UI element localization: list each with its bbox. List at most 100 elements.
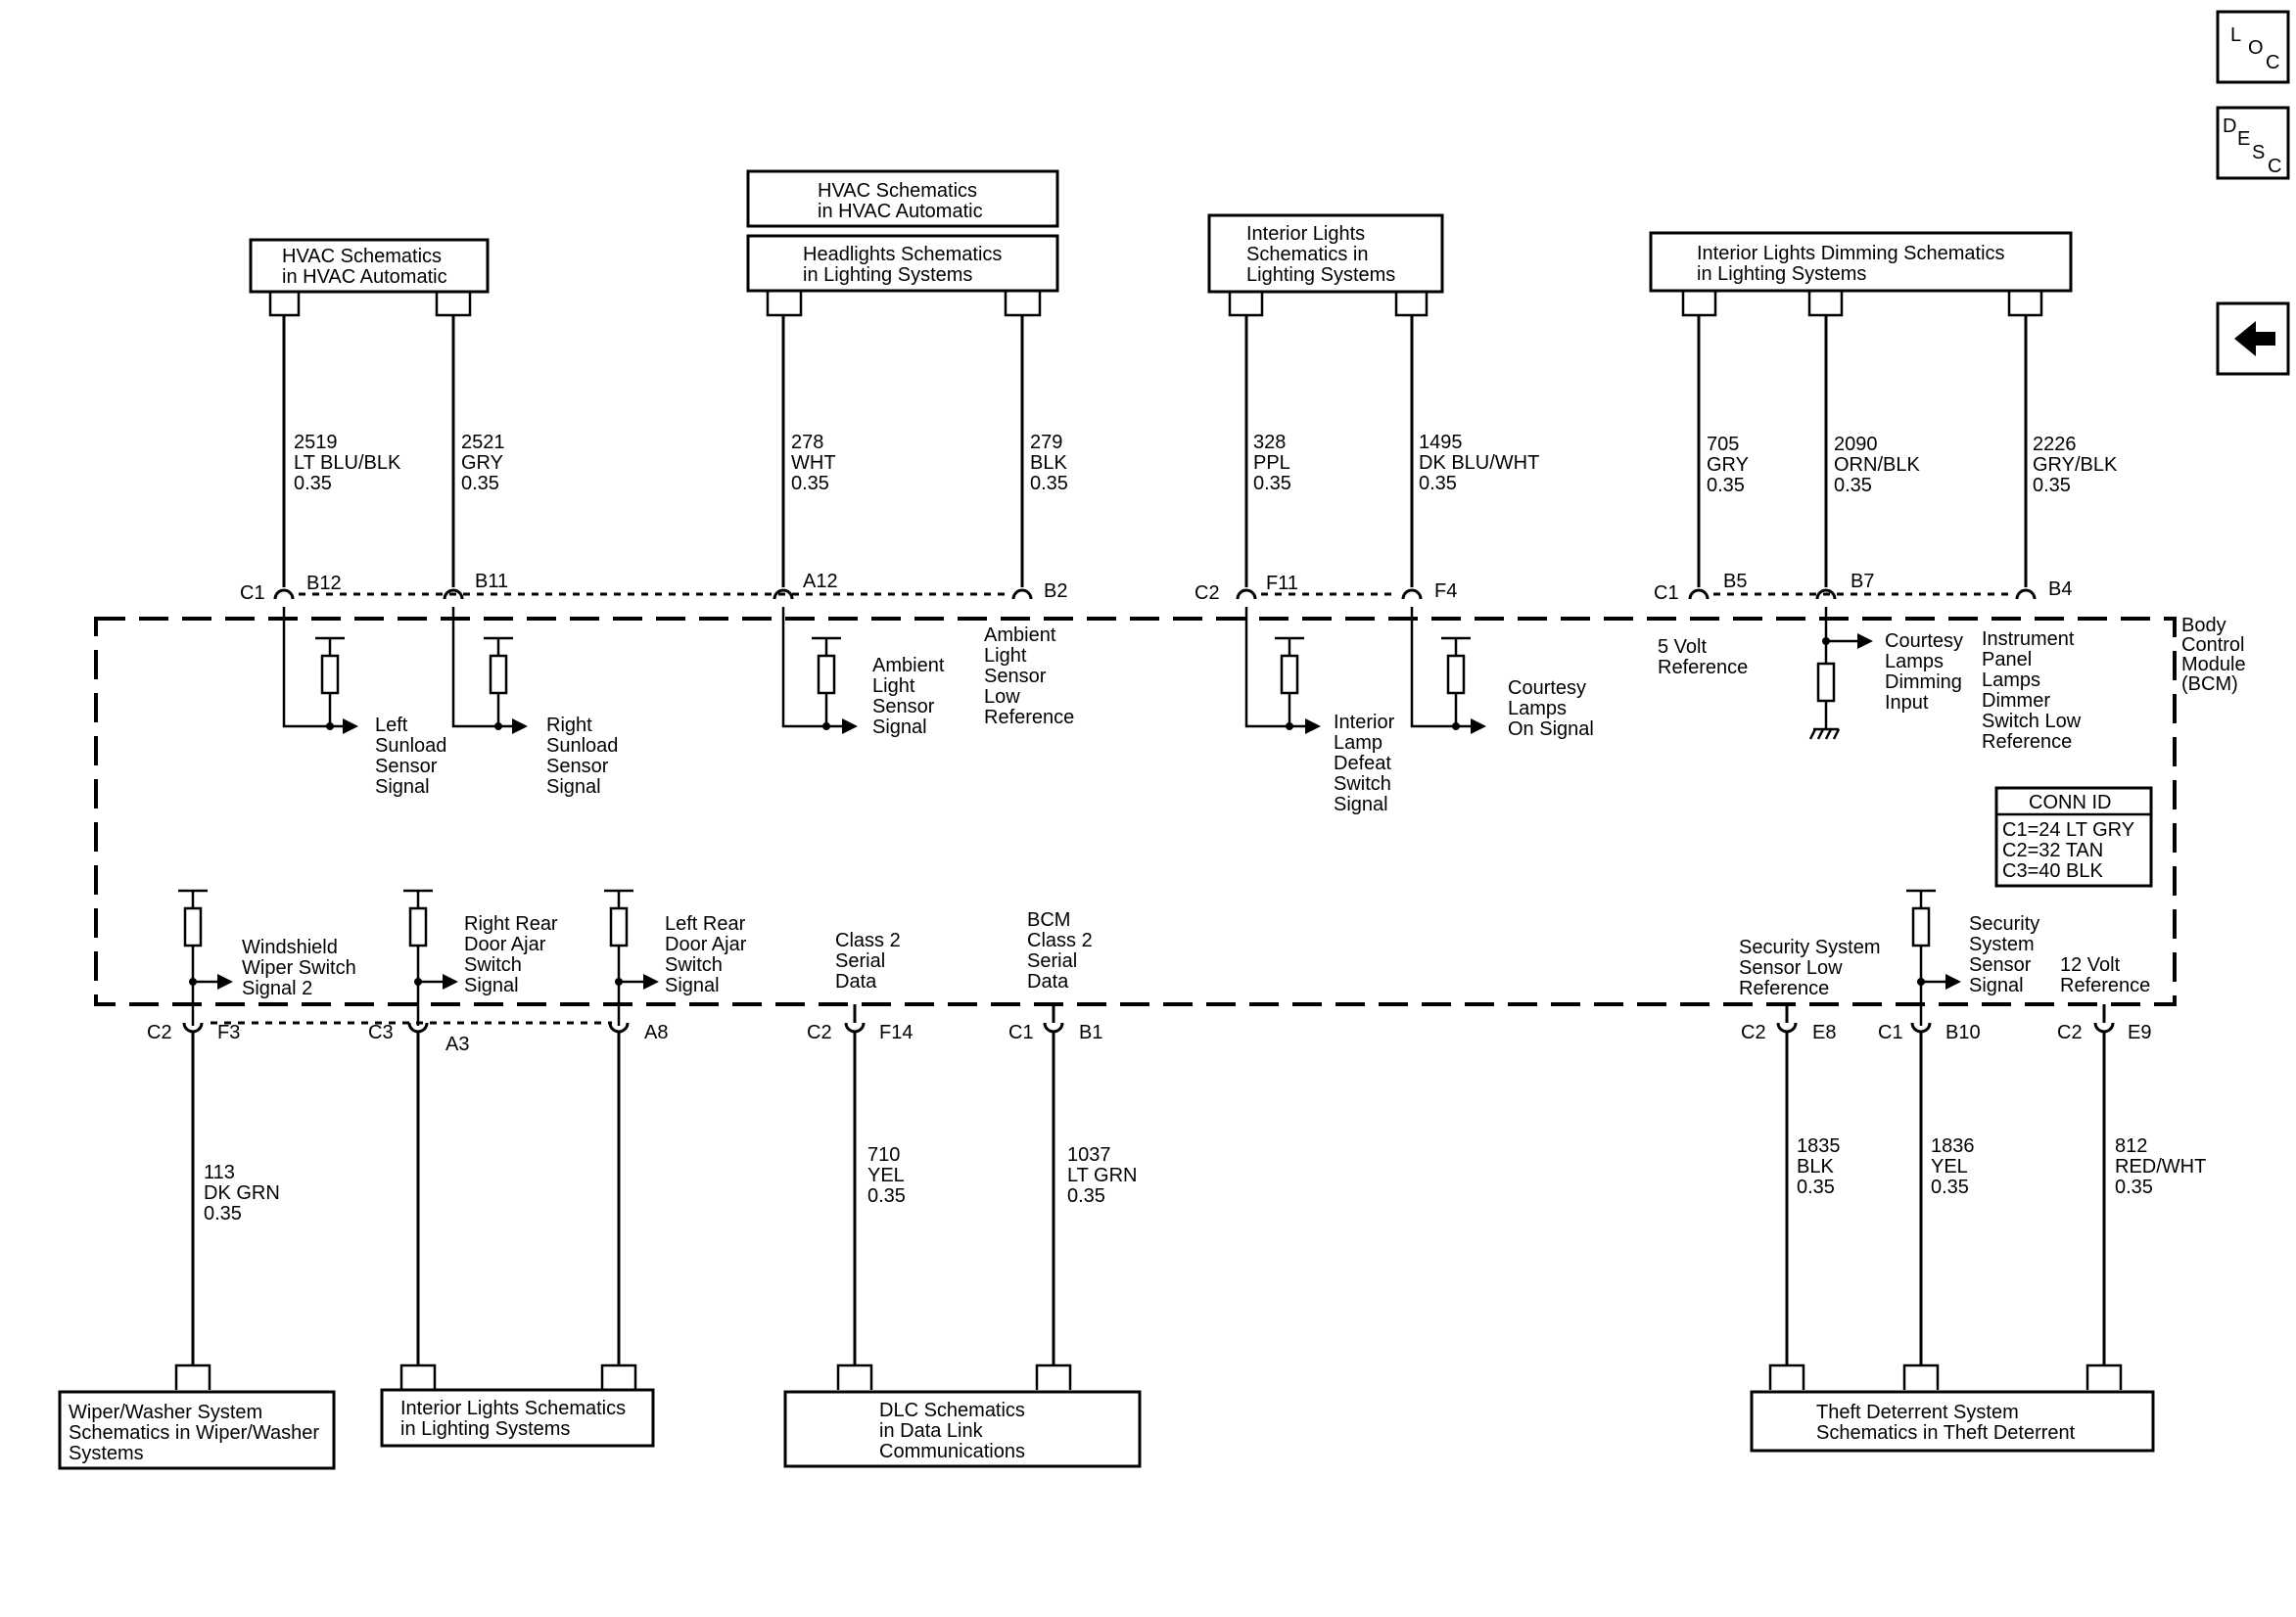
pin-b5: B5 bbox=[1723, 571, 1747, 592]
wire-gauge: 0.35 bbox=[867, 1185, 906, 1207]
wire-gauge: 0.35 bbox=[461, 473, 499, 494]
signal-text: Serial bbox=[1027, 950, 1077, 972]
label-sec-low: Security System Sensor Low Reference bbox=[1739, 937, 1880, 999]
signal-text: 12 Volt bbox=[2060, 954, 2121, 976]
desc-letter-c: C bbox=[2268, 156, 2281, 177]
wire-circuit: 2521 bbox=[461, 432, 505, 453]
signal-text: Sensor bbox=[984, 666, 1047, 687]
wire-label-328: 328 PPL 0.35 bbox=[1253, 432, 1291, 494]
pin-c1: C1 bbox=[1008, 1022, 1034, 1043]
wire-gauge: 0.35 bbox=[294, 473, 332, 494]
desc-button[interactable]: D E S C bbox=[2216, 106, 2290, 180]
box-text: in HVAC Automatic bbox=[282, 266, 447, 288]
wire-color: LT BLU/BLK bbox=[294, 452, 401, 474]
wire-label-705: 705 GRY 0.35 bbox=[1707, 434, 1749, 496]
hvac-box-center: HVAC Schematics in HVAC Automatic bbox=[746, 169, 1059, 228]
pin-c2: C2 bbox=[147, 1022, 172, 1043]
courtesy-on-circuit bbox=[1410, 607, 1486, 734]
conn-id-row: C3=40 BLK bbox=[2002, 860, 2104, 882]
wire-color: GRY bbox=[461, 452, 503, 474]
pin-f4: F4 bbox=[1434, 580, 1457, 602]
wire-circuit: 705 bbox=[1707, 434, 1739, 455]
loc-letter-o: O bbox=[2248, 37, 2264, 59]
pin-b11: B11 bbox=[475, 571, 508, 592]
pin-c1: C1 bbox=[1878, 1022, 1903, 1043]
pin-f3: F3 bbox=[217, 1022, 240, 1043]
signal-text: Defeat bbox=[1334, 753, 1391, 774]
signal-text: Left Rear bbox=[665, 913, 746, 935]
signal-text: Sensor bbox=[375, 756, 438, 777]
dlc-box: DLC Schematics in Data Link Communicatio… bbox=[783, 1390, 1142, 1468]
pin-b4: B4 bbox=[2048, 578, 2072, 600]
wire-label-2226: 2226 GRY/BLK 0.35 bbox=[2033, 434, 2118, 496]
bcm-label: Body Control Module (BCM) bbox=[2181, 615, 2246, 695]
wire-gauge: 0.35 bbox=[791, 473, 829, 494]
pin-a12: A12 bbox=[803, 571, 838, 592]
signal-text: Reference bbox=[2060, 975, 2150, 996]
box-text: Interior Lights Schematics bbox=[400, 1398, 626, 1419]
label-sec-signal: Security System Sensor Signal bbox=[1969, 913, 2039, 996]
box-text: HVAC Schematics bbox=[282, 246, 442, 267]
box-text: in Lighting Systems bbox=[803, 264, 972, 286]
box-text: in Lighting Systems bbox=[1697, 263, 1866, 285]
left-sunload-circuit bbox=[282, 607, 358, 734]
loc-button[interactable]: L O C bbox=[2216, 10, 2290, 84]
right-sunload-circuit bbox=[451, 607, 528, 734]
label-courtesy-on: Courtesy Lamps On Signal bbox=[1508, 677, 1594, 740]
signal-text: Light bbox=[984, 645, 1027, 667]
box-text: Wiper/Washer System bbox=[69, 1402, 262, 1423]
box-text: Communications bbox=[879, 1441, 1025, 1462]
wire-color: ORN/BLK bbox=[1834, 454, 1920, 476]
signal-text: Dimmer bbox=[1982, 690, 2050, 712]
dimming-input-circuit bbox=[1808, 607, 1873, 740]
box-text: DLC Schematics bbox=[879, 1400, 1025, 1421]
top-pin-arcs bbox=[273, 588, 2037, 600]
pin-b2: B2 bbox=[1044, 580, 1067, 602]
wire-label-2519: 2519 LT BLU/BLK 0.35 bbox=[294, 432, 401, 494]
wire-gauge: 0.35 bbox=[1067, 1185, 1105, 1207]
signal-text: Data bbox=[835, 971, 877, 993]
wire-circuit: 2519 bbox=[294, 432, 338, 453]
signal-text: Panel bbox=[1982, 649, 2032, 670]
pin-b1: B1 bbox=[1079, 1022, 1102, 1043]
wire-label-1835: 1835 BLK 0.35 bbox=[1797, 1135, 1841, 1198]
wire-gauge: 0.35 bbox=[1931, 1177, 1969, 1198]
box-text: Schematics in bbox=[1246, 244, 1369, 265]
box-text: Schematics in Theft Deterrent bbox=[1816, 1422, 2076, 1444]
wire-label-279: 279 BLK 0.35 bbox=[1030, 432, 1068, 494]
signal-text: Class 2 bbox=[1027, 930, 1093, 951]
bcm-label-line: Body bbox=[2181, 615, 2226, 636]
signal-text: Windshield bbox=[242, 937, 338, 958]
wire-gauge: 0.35 bbox=[1030, 473, 1068, 494]
bottom-pin-labels: C2 F3 C3 A3 A8 C2 F14 C1 B1 C2 E8 C1 B10… bbox=[147, 1022, 2151, 1055]
wire-circuit: 1495 bbox=[1419, 432, 1463, 453]
signal-text: On Signal bbox=[1508, 718, 1594, 740]
pin-a8: A8 bbox=[644, 1022, 668, 1043]
label-right-sunload: Right Sunload Sensor Signal bbox=[546, 715, 618, 798]
signal-text: Signal bbox=[464, 975, 519, 996]
signal-text: 5 Volt bbox=[1658, 636, 1707, 658]
wire-color: BLK bbox=[1030, 452, 1067, 474]
signal-text: Lamps bbox=[1508, 698, 1567, 719]
conn-id-row: C2=32 TAN bbox=[2002, 840, 2103, 861]
box-text: in Lighting Systems bbox=[400, 1418, 570, 1440]
pin-a3: A3 bbox=[445, 1034, 469, 1055]
label-lamp-defeat: Interior Lamp Defeat Switch Signal bbox=[1334, 712, 1395, 815]
box-text: in HVAC Automatic bbox=[818, 201, 983, 222]
box-text: in Data Link bbox=[879, 1420, 984, 1442]
signal-text: Serial bbox=[835, 950, 885, 972]
connector-dotted-links bbox=[211, 592, 2012, 1025]
signal-text: Security bbox=[1969, 913, 2039, 935]
label-five-volt: 5 Volt Reference bbox=[1658, 636, 1748, 678]
label-twelve-volt: 12 Volt Reference bbox=[2060, 954, 2150, 996]
bcm-label-line: Module bbox=[2181, 654, 2246, 675]
lr-door-circuit bbox=[604, 889, 659, 1026]
signal-text: Sensor bbox=[872, 696, 935, 717]
sec-signal-circuit bbox=[1906, 889, 1961, 1026]
box-text: Systems bbox=[69, 1443, 144, 1464]
back-button[interactable] bbox=[2216, 301, 2290, 376]
signal-text: Data bbox=[1027, 971, 1069, 993]
headlights-box: Headlights Schematics in Lighting System… bbox=[746, 234, 1059, 293]
wire-color: BLK bbox=[1797, 1156, 1834, 1178]
